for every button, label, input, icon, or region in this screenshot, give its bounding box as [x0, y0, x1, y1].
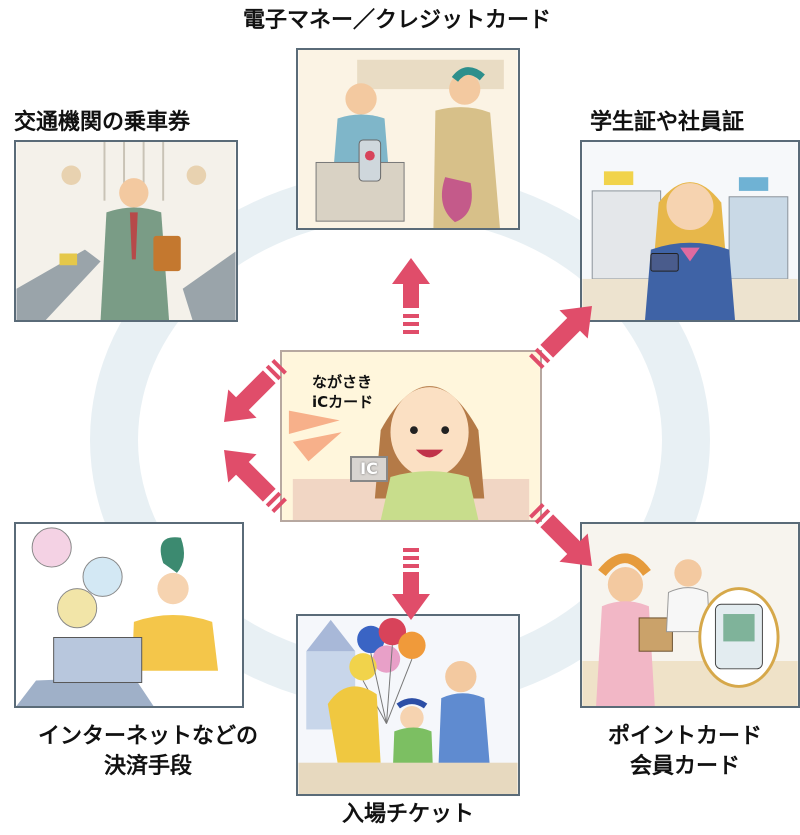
illustration-transit-gate: [14, 140, 238, 322]
caption-electronic-money: 電子マネー／クレジットカード: [243, 8, 552, 33]
illustration-point-card: [580, 522, 800, 708]
illustration-electronic-money: [296, 48, 520, 230]
ic-badge: IC: [350, 456, 388, 482]
caption-point-card-line2: 会員カード: [629, 753, 740, 779]
caption-point-card-line1: ポイントカード: [607, 724, 762, 749]
center-card-label: ながさき iCカード: [312, 372, 373, 413]
illustration-nagasaki-ic-card: ながさき iCカード IC: [280, 350, 542, 522]
caption-admission-ticket: 入場チケット: [342, 802, 475, 827]
illustration-admission-ticket: [296, 614, 520, 796]
caption-internet-payment-line1: インターネットなどの: [37, 724, 258, 749]
center-card-label-line1: ながさき: [312, 373, 373, 391]
illustration-internet-payment: [14, 522, 244, 708]
caption-transit-ticket: 交通機関の乗車券: [14, 110, 191, 135]
caption-internet-payment-line2: 決済手段: [103, 753, 192, 779]
caption-internet-payment: インターネットなどの 決済手段: [8, 722, 288, 781]
caption-id-card: 学生証や社員証: [590, 110, 745, 135]
caption-point-card: ポイントカード 会員カード: [590, 722, 780, 781]
illustration-student-id: [580, 140, 800, 322]
center-card-label-line2: iCカード: [312, 393, 374, 412]
